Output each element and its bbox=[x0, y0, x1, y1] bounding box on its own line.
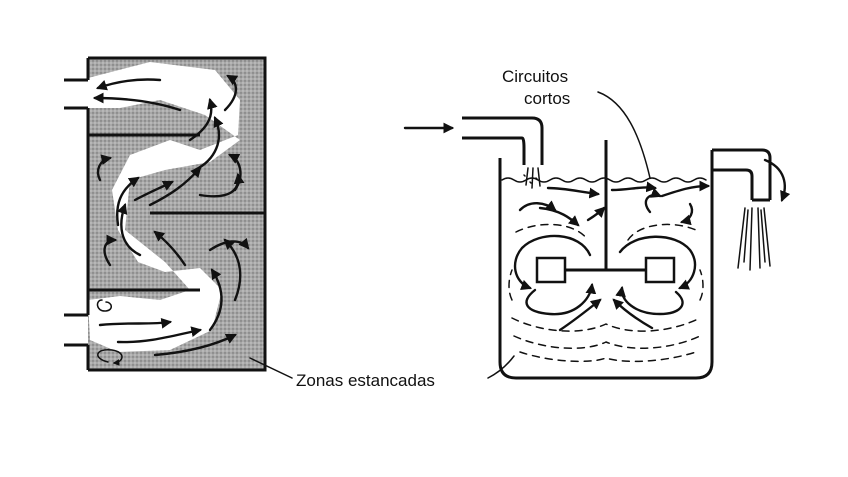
inlet-pipe bbox=[64, 313, 88, 347]
short-circuits-label-line1: Circuitos bbox=[502, 67, 568, 86]
impeller-left bbox=[535, 256, 567, 284]
short-circuits-label-line2: cortos bbox=[524, 89, 570, 108]
outlet-overflow-arrow bbox=[763, 158, 791, 203]
stirred-inlet-pipe bbox=[462, 116, 544, 165]
stagnant-leader bbox=[249, 357, 293, 379]
baffled-tank: Zonas estancadas bbox=[64, 56, 435, 390]
impeller-right bbox=[644, 256, 676, 284]
eddy-top-left bbox=[96, 299, 112, 312]
flow-arrows-left bbox=[92, 74, 250, 366]
stagnant-leader-right bbox=[487, 355, 515, 379]
circulation-loops bbox=[513, 234, 697, 316]
short-circuit-arrows bbox=[518, 180, 711, 332]
short-circuits-leader bbox=[597, 91, 651, 179]
outlet-pipe bbox=[64, 78, 88, 110]
stirred-outlet-pipe bbox=[710, 148, 772, 202]
stirred-tank: Circuitos cortos bbox=[403, 67, 791, 380]
eddy-bottom-left bbox=[97, 349, 123, 366]
outlet-spray bbox=[737, 207, 771, 271]
dashed-streamlines bbox=[508, 223, 704, 363]
stirred-tank-wall bbox=[498, 158, 714, 380]
stagnant-zones-label: Zonas estancadas bbox=[296, 371, 435, 390]
inlet-spray bbox=[523, 167, 541, 189]
flow-channel bbox=[88, 62, 240, 352]
